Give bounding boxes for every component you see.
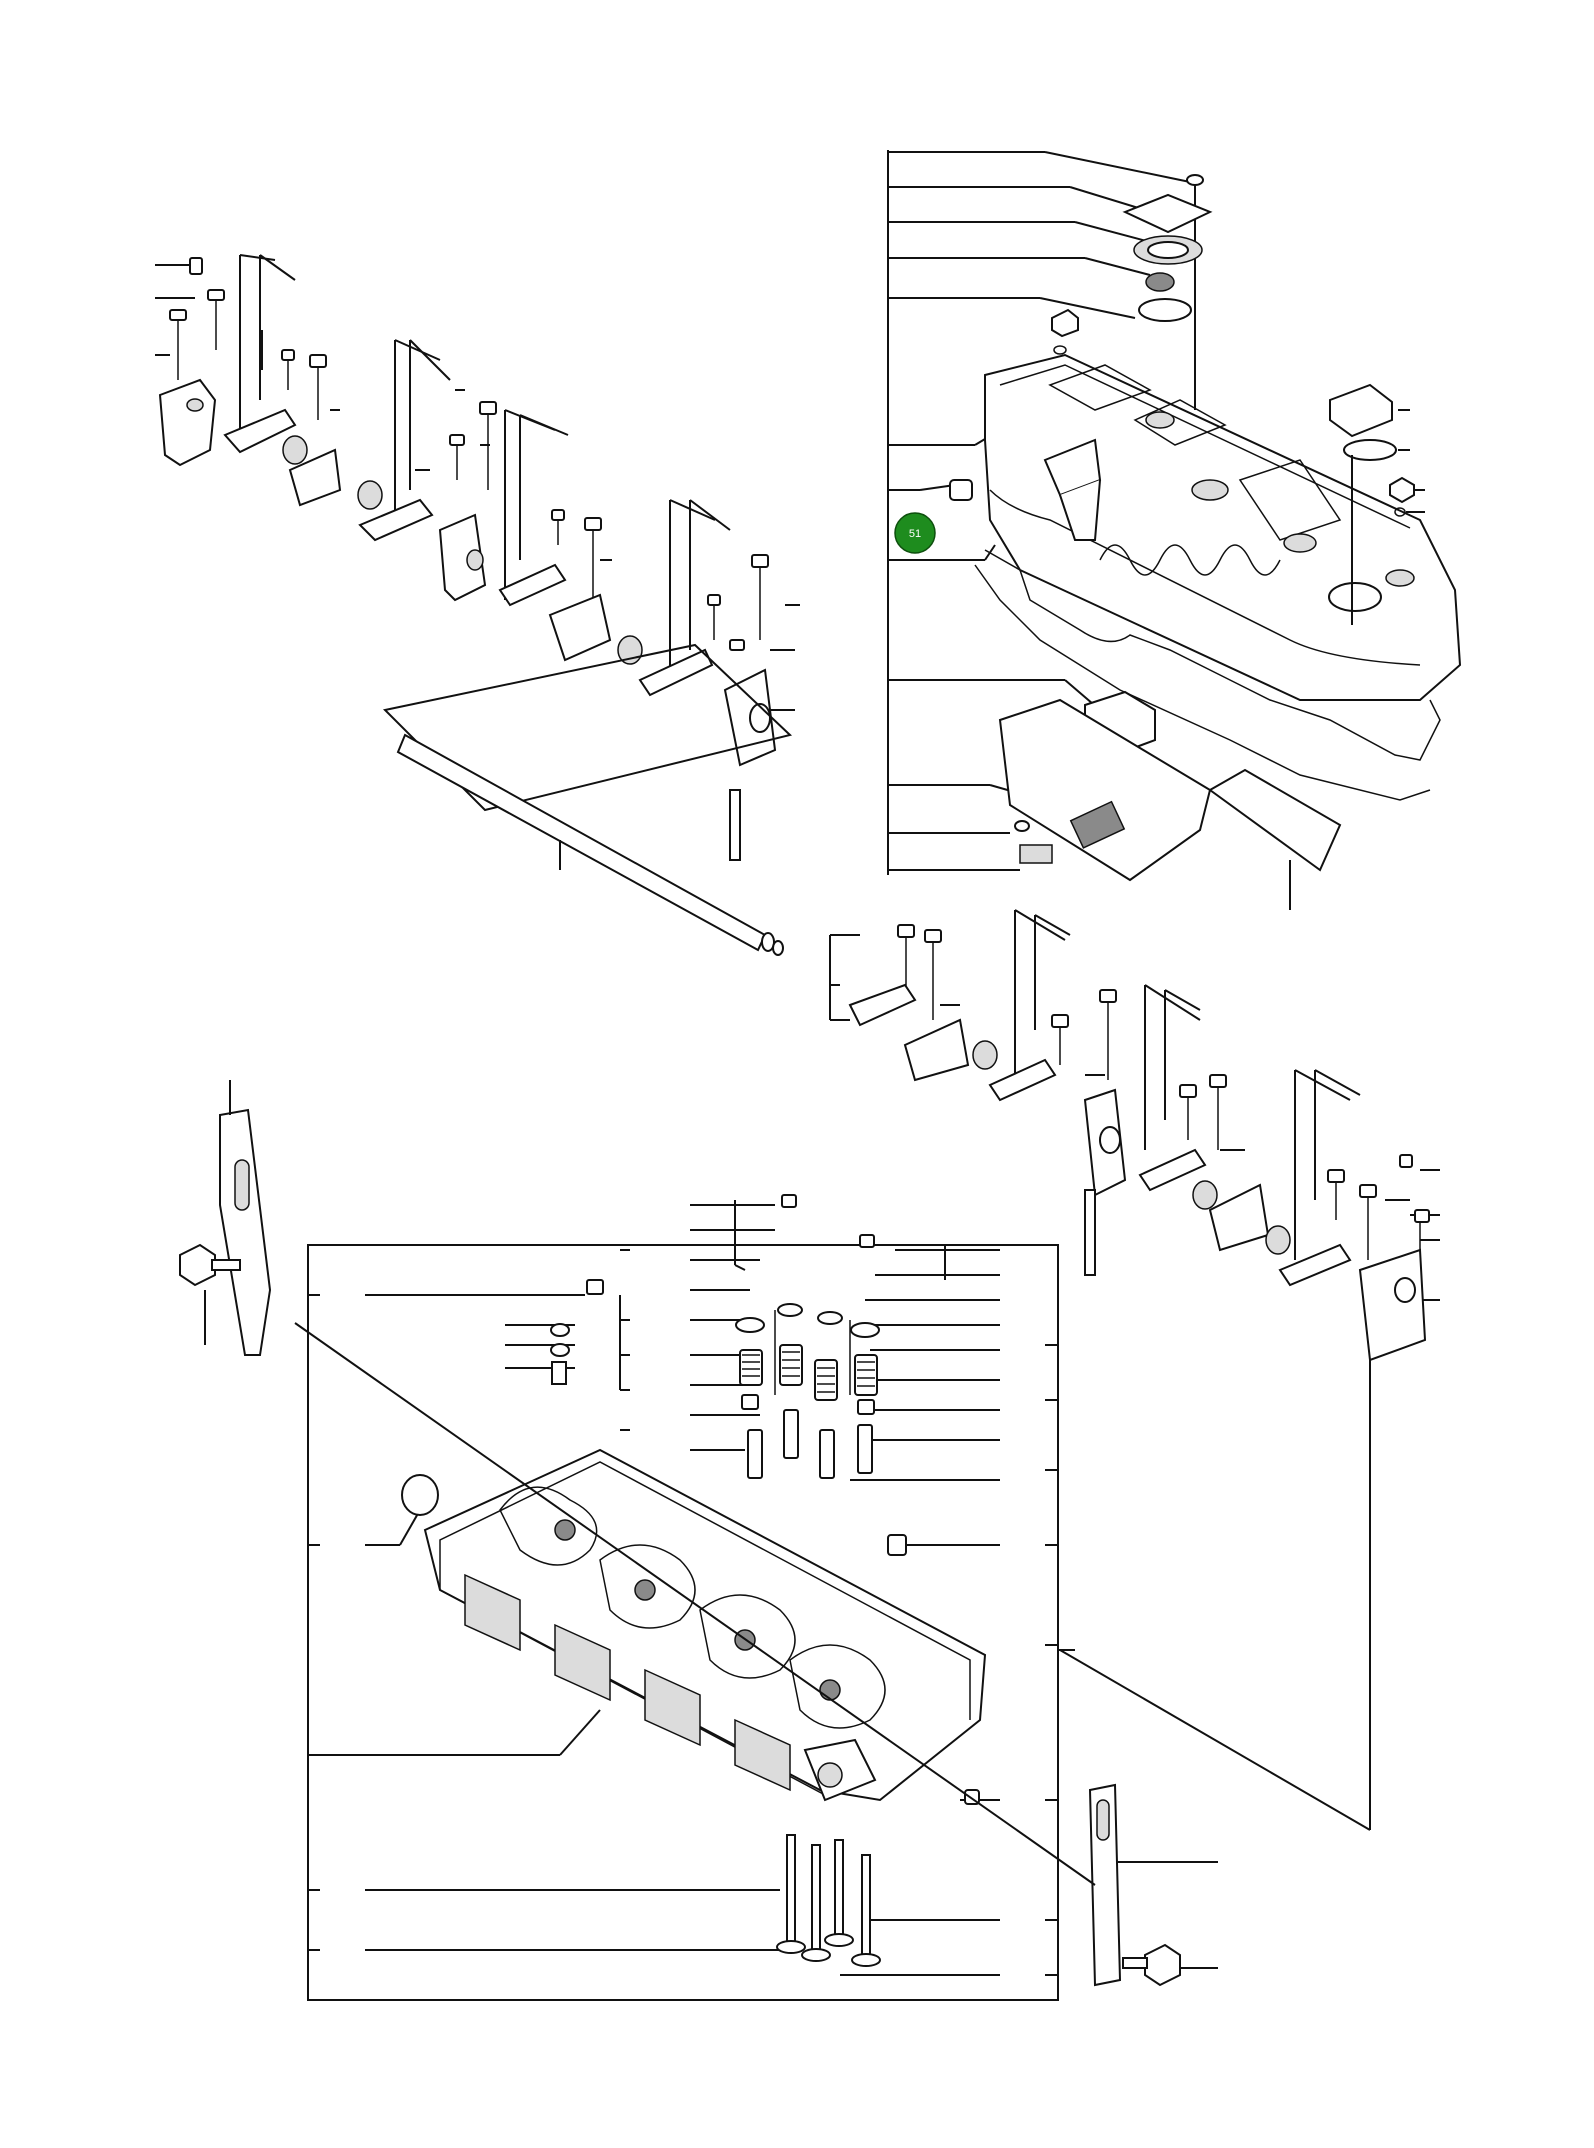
callout-label: 51 — [909, 528, 921, 540]
rocker-arm-group-left — [155, 254, 800, 956]
rocker-arm-group-right — [829, 909, 1440, 1830]
valve-cover-assembly — [887, 150, 1462, 910]
callout-marker[interactable]: 51 — [894, 512, 936, 554]
callout-circle[interactable] — [894, 512, 936, 554]
cylinder-head-assembly — [179, 1080, 1371, 2001]
